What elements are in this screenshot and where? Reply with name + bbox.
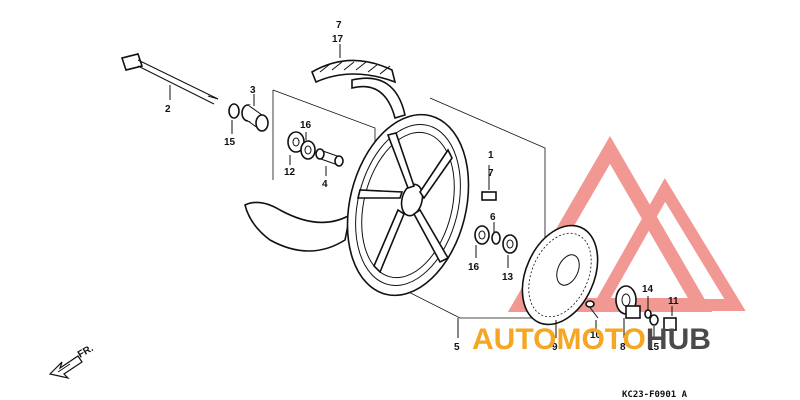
tire-bottom-part <box>244 201 352 252</box>
label-part-16-left: 16 <box>300 120 312 131</box>
bearing-inner <box>304 145 312 155</box>
bearing-part <box>300 140 316 160</box>
label-part-1: 1 <box>488 150 494 161</box>
label-part-6: 6 <box>490 212 496 223</box>
watermark-text-hub: HUB <box>646 323 711 356</box>
label-part-3: 3 <box>250 85 256 96</box>
label-part-9: 9 <box>552 342 558 353</box>
dust-seal-inner <box>292 137 300 147</box>
label-part-12: 12 <box>284 167 296 178</box>
label-part-11: 11 <box>668 296 679 307</box>
circlip-part <box>491 231 501 245</box>
label-part-8: 8 <box>620 342 626 353</box>
label-part-2: 2 <box>165 104 171 115</box>
label-part-14: 14 <box>642 284 654 295</box>
label-part-5: 5 <box>454 342 460 353</box>
dust-seal-right-part <box>502 234 518 254</box>
assembly-outline-right <box>429 97 546 250</box>
collar-part <box>228 103 240 119</box>
disc-bolt-part <box>585 300 599 319</box>
bearing-right-part <box>474 225 490 245</box>
watermark-text-moto: MOTO <box>556 323 645 356</box>
axle-nut-part <box>663 317 677 331</box>
wheel-rim-part <box>346 113 470 297</box>
bearing-right-inner <box>478 230 486 240</box>
label-part-7-mid: 7 <box>488 168 494 179</box>
label-part-15-left: 15 <box>224 137 236 148</box>
label-part-13: 13 <box>502 272 514 283</box>
speedometer-gearbox-part <box>615 285 641 319</box>
watermark-triangle-right <box>589 178 746 311</box>
watermark-text: AUTOMOTOHUB <box>472 323 711 356</box>
brake-disc-part <box>521 224 599 326</box>
collar-right-part <box>649 314 659 326</box>
label-part-15-right: 15 <box>648 342 660 353</box>
side-collar-part <box>241 104 269 132</box>
dust-seal-right-inner <box>506 239 514 249</box>
tire-part <box>311 59 406 120</box>
axle-part <box>120 53 219 105</box>
distance-collar-part <box>315 148 344 167</box>
watermark-text-auto: AUTO <box>472 323 556 356</box>
label-part-17: 17 <box>332 34 344 45</box>
bolt-part <box>481 191 497 201</box>
label-part-16-right: 16 <box>468 262 480 273</box>
front-direction-arrow <box>48 355 83 380</box>
label-part-7-top: 7 <box>336 20 342 31</box>
front-direction-label: FR. <box>76 343 96 361</box>
label-part-4: 4 <box>322 179 328 190</box>
label-part-10: 10 <box>590 330 602 341</box>
diagram-code: KC23-F0901 A <box>622 390 688 400</box>
